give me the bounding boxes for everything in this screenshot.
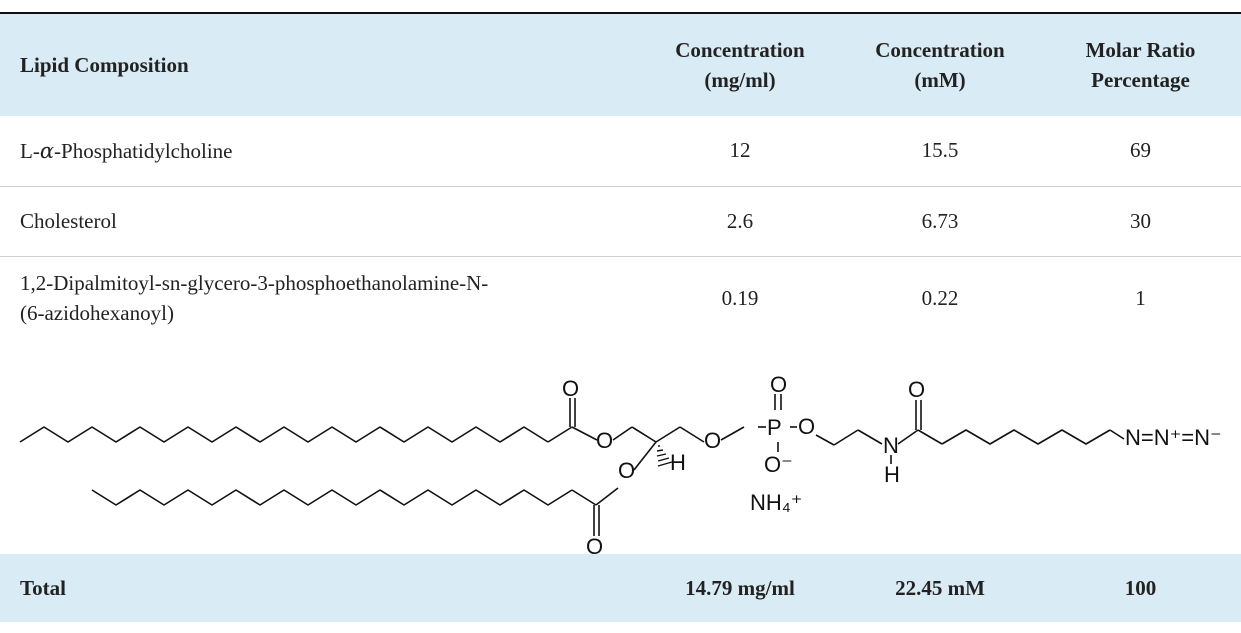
header-composition: Lipid Composition — [20, 53, 189, 77]
molar-value: 1 — [1135, 285, 1146, 310]
atom-o-carbonyl-upper: O — [562, 376, 579, 401]
total-molar: 100 — [1124, 575, 1157, 600]
lipid-composition-table: Lipid Composition Concentration(mg/ml) C… — [0, 14, 1241, 622]
header-conc-mm: Concentration(mM) — [875, 38, 1005, 92]
atom-o-ester-lower: O — [618, 458, 635, 483]
structure-cell: O O O O P O⁻ O O N H N=N⁺=N⁻ O H NH₄⁺ — [0, 340, 1241, 554]
stereo-hash-wedge — [656, 445, 673, 467]
atom-o-carbonyl-lower: O — [586, 534, 603, 554]
atom-o-phosphate-top: O — [770, 372, 787, 397]
top-rule — [0, 12, 1241, 14]
atom-p: P — [767, 415, 782, 440]
atom-o-phosphate-right: O — [798, 414, 815, 439]
atom-o-ester-upper: O — [596, 428, 613, 453]
conc-mm-value: 0.22 — [921, 285, 959, 310]
conc-mm-value: 15.5 — [921, 138, 959, 163]
conc-mm-value: 6.73 — [921, 208, 959, 233]
atom-h-amide: H — [884, 462, 900, 487]
upper-acyl-chain — [19, 426, 549, 443]
lipid-name: L-α-Phosphatidylcholine — [20, 138, 233, 163]
total-label: Total — [20, 576, 66, 600]
atom-o-minus: O⁻ — [764, 452, 793, 477]
table-row: Cholesterol 2.6 6.73 30 — [0, 186, 1241, 256]
header-conc-mg: Concentration(mg/ml) — [675, 38, 805, 92]
ammonium-counterion: NH₄⁺ — [750, 490, 802, 515]
conc-mg-value: 2.6 — [726, 208, 754, 233]
total-conc-mg: 14.79 mg/ml — [685, 575, 795, 600]
atom-o-amide: O — [908, 377, 925, 402]
table-row: 1,2-Dipalmitoyl-sn-glycero-3-phosphoetha… — [0, 256, 1241, 340]
conc-mg-value: 12 — [729, 138, 751, 163]
header-row: Lipid Composition Concentration(mg/ml) C… — [0, 14, 1241, 116]
atom-n-amide: N — [883, 433, 899, 458]
molar-value: 69 — [1130, 138, 1151, 163]
conc-mg-value: 0.19 — [721, 285, 759, 310]
lipid-name: Cholesterol — [20, 209, 117, 233]
azide-group: N=N⁺=N⁻ — [1125, 425, 1222, 450]
chemical-structure: O O O O P O⁻ O O N H N=N⁺=N⁻ O H NH₄⁺ — [19, 372, 1222, 554]
lower-acyl-chain — [91, 489, 573, 506]
structure-row: O O O O P O⁻ O O N H N=N⁺=N⁻ O H NH₄⁺ — [0, 340, 1241, 554]
molar-value: 30 — [1130, 208, 1151, 233]
lipid-name: 1,2-Dipalmitoyl-sn-glycero-3-phosphoetha… — [20, 271, 489, 326]
atom-h-stereo: H — [670, 450, 686, 475]
table-row: L-α-Phosphatidylcholine 12 15.5 69 — [0, 116, 1241, 186]
total-row: Total 14.79 mg/ml 22.45 mM 100 — [0, 554, 1241, 622]
total-conc-mm: 22.45 mM — [895, 575, 985, 600]
atom-o-phosphate-left: O — [704, 428, 721, 453]
